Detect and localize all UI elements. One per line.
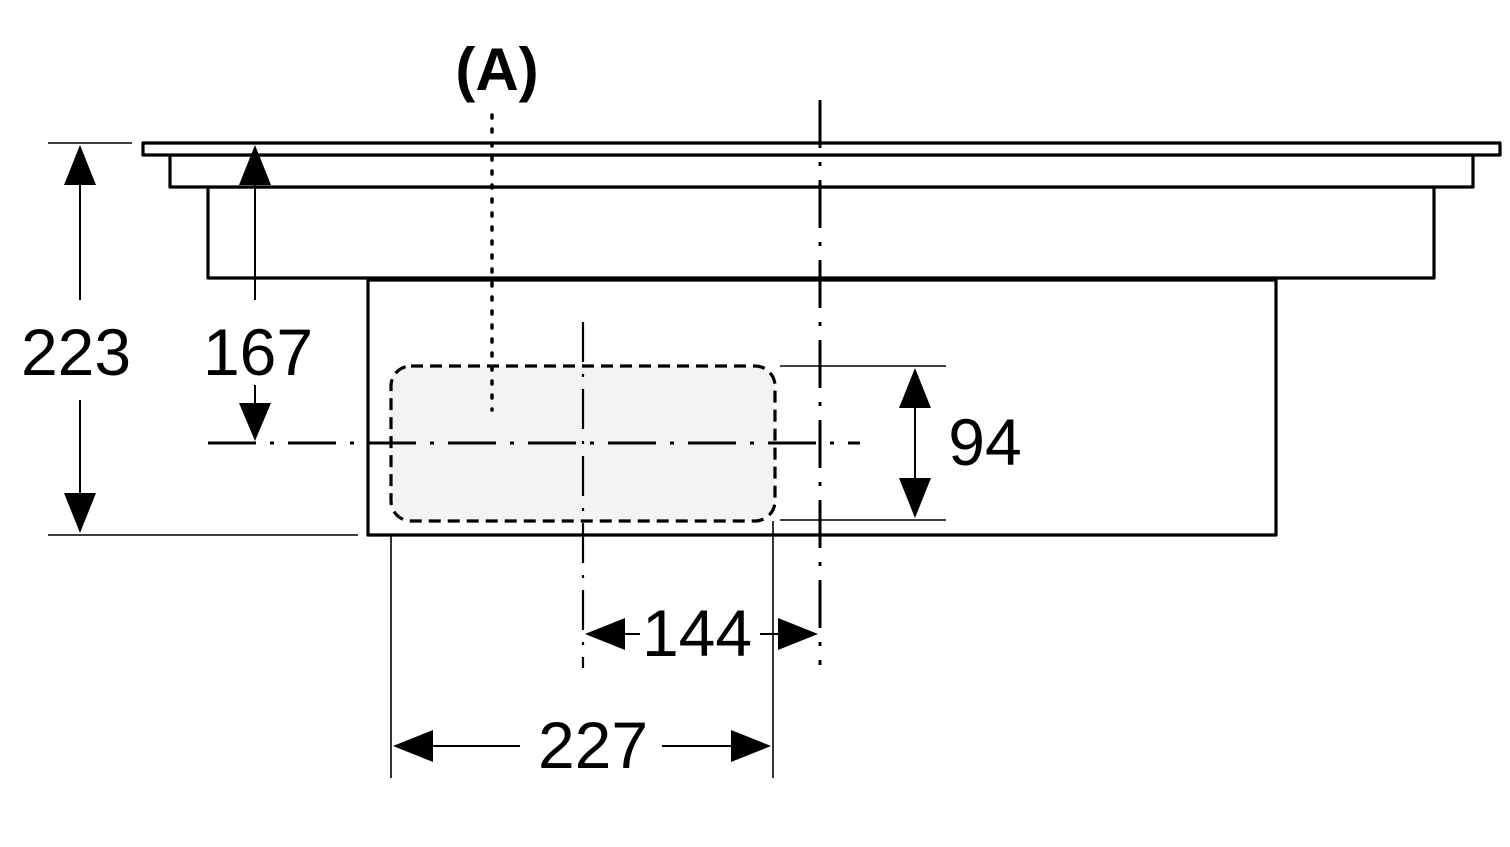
dimension-opening-height: 94: [780, 365, 1022, 521]
dimension-total-height: 223: [21, 142, 358, 536]
marker-label: (A): [455, 36, 538, 103]
dimension-offset-width: 144: [585, 596, 818, 670]
glass-top-plate: [141, 141, 1502, 157]
dimension-upper-height: 167: [203, 145, 313, 441]
dimension-total-height-label: 223: [21, 315, 131, 389]
dimension-opening-width-label: 227: [538, 708, 648, 782]
dimension-upper-height-label: 167: [203, 315, 313, 389]
dimension-opening-height-label: 94: [948, 405, 1021, 479]
dimension-opening-width: 227: [390, 521, 774, 782]
dimension-offset-width-label: 144: [642, 596, 752, 670]
